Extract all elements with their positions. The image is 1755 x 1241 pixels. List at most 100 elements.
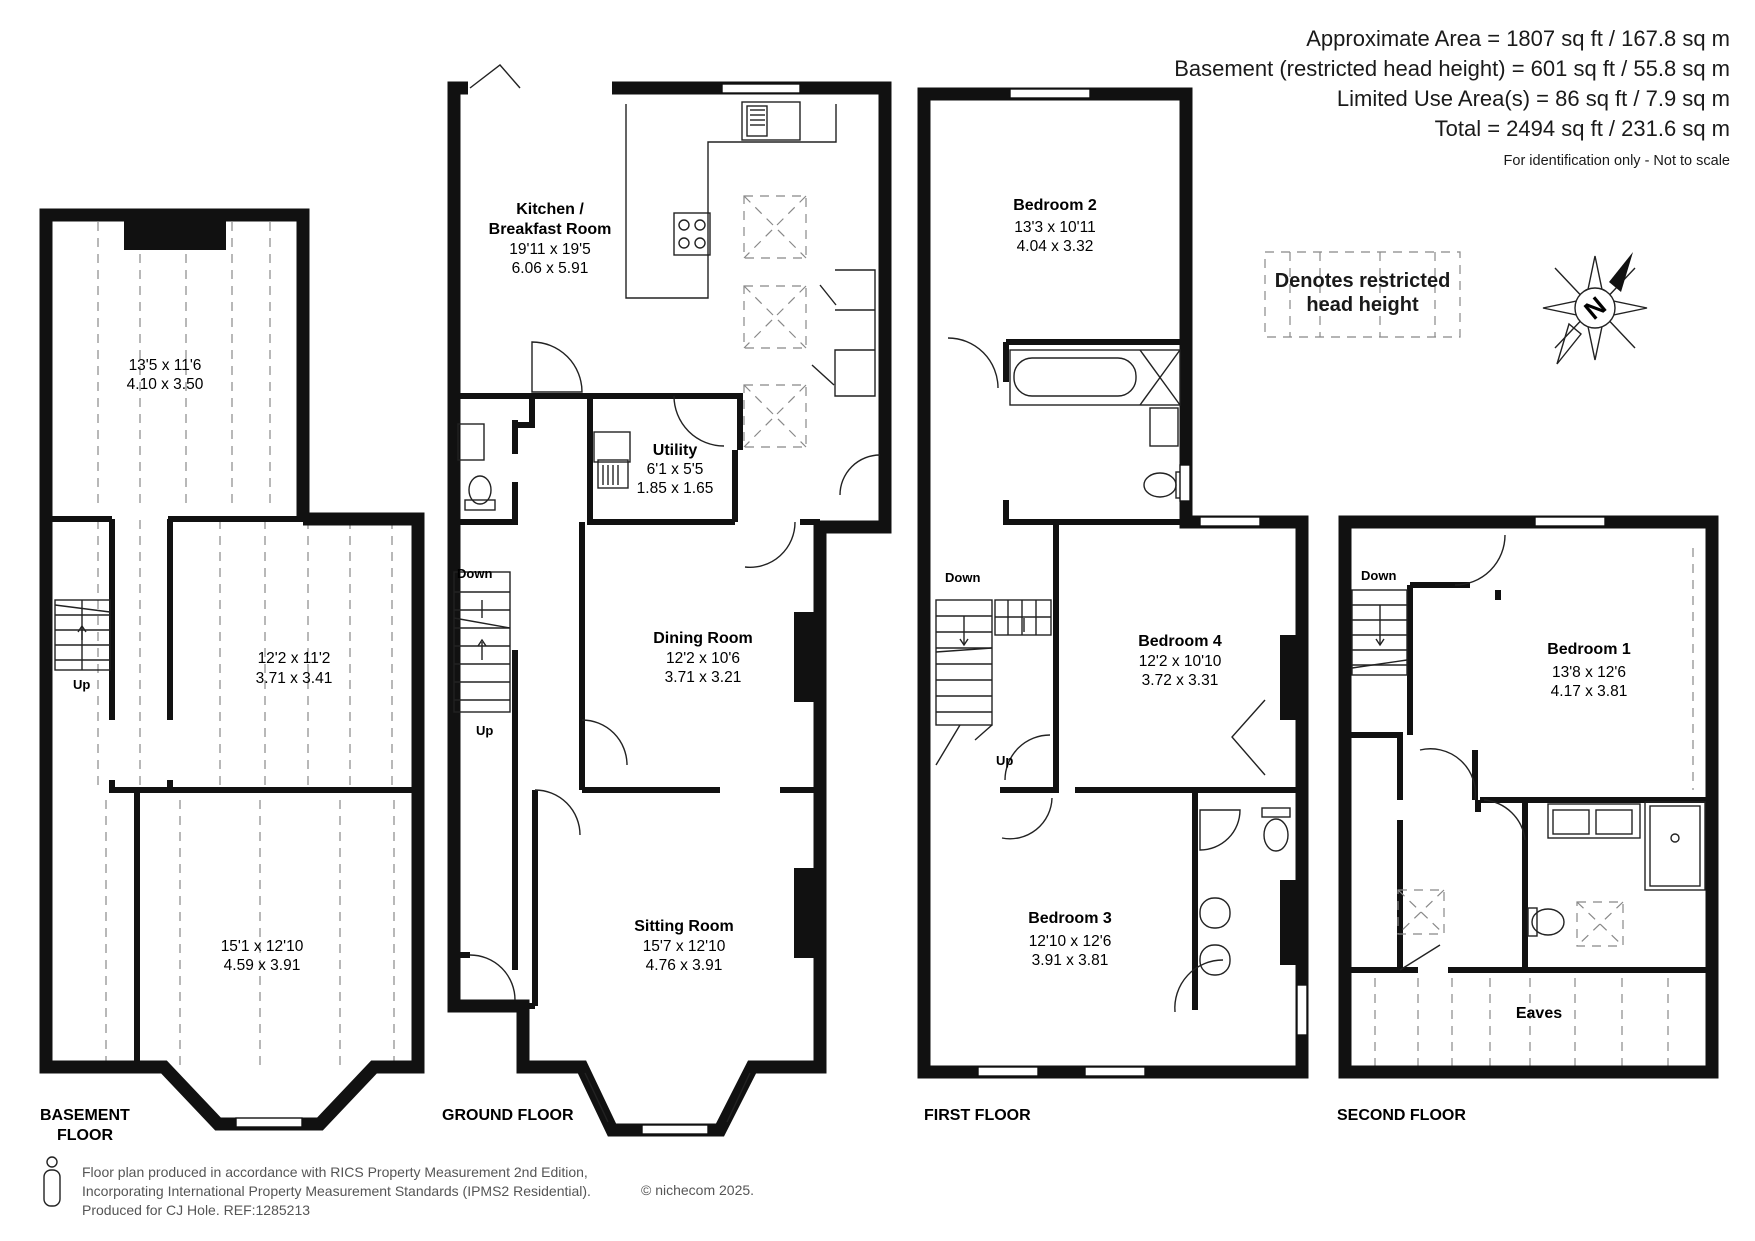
legend-line-1: Denotes restricted — [1274, 270, 1451, 292]
restricted-height-legend: Denotes restricted head height — [1265, 252, 1460, 337]
kitchen-name-line2: Breakfast Room — [489, 221, 612, 238]
eaves-name: Eaves — [1516, 1005, 1562, 1022]
sitting-room-dim-imperial: 15'7 x 12'10 — [643, 938, 726, 955]
ground-stairs — [453, 571, 511, 713]
second-doors — [1399, 534, 1526, 971]
ground-floor-label: GROUND FLOOR — [442, 1107, 574, 1124]
second-floor-label: SECOND FLOOR — [1337, 1107, 1466, 1124]
basement-floor-plan: 13'5 x 11'6 4.10 x 3.50 12'2 x 11'2 3.71… — [39, 208, 425, 1144]
ground-doors — [469, 64, 881, 1001]
sitting-bay-window-front — [641, 1124, 709, 1135]
utility-appliances — [593, 431, 631, 489]
first-doors — [947, 337, 1266, 1013]
person-scale-icon — [43, 1156, 61, 1207]
bedroom4-dim-metric: 3.72 x 3.31 — [1142, 672, 1219, 689]
first-outer-wall — [917, 87, 1309, 1079]
kitchen-dim-imperial: 19'11 x 19'5 — [509, 241, 590, 258]
bedroom3-window-2 — [1084, 1066, 1146, 1077]
restricted-height-legend-box — [1264, 251, 1461, 338]
bedroom1-window — [1534, 516, 1606, 527]
first-stair-down-label: Down — [945, 570, 980, 585]
first-floor-label: FIRST FLOOR — [924, 1107, 1031, 1124]
basement-area-text: Basement (restricted head height) = 601 … — [1174, 56, 1730, 81]
sitting-room-dim-metric: 4.76 x 3.91 — [646, 957, 723, 974]
second-stairs — [1351, 589, 1408, 676]
kitchen-dim-metric: 6.06 x 5.91 — [512, 260, 589, 277]
bedroom3-chimney — [1280, 880, 1298, 965]
chimney-breast — [124, 215, 226, 250]
first-bathroom-fixtures — [1009, 349, 1191, 502]
basement-room-3-dim-metric: 4.59 x 3.91 — [224, 957, 301, 974]
basement-stair-up-label: Up — [73, 677, 90, 692]
second-stair-down-label: Down — [1361, 568, 1396, 583]
basement-room-3-dim-imperial: 15'1 x 12'10 — [221, 938, 304, 955]
footer-line-3: Produced for CJ Hole. REF:1285213 — [82, 1202, 311, 1218]
second-internal-wall — [1345, 582, 1712, 973]
utility-dim-metric: 1.85 x 1.65 — [637, 480, 714, 497]
utility-dim-imperial: 6'1 x 5'5 — [647, 461, 704, 478]
disclaimer-text: For identification only - Not to scale — [1503, 153, 1730, 169]
bedroom4-name: Bedroom 4 — [1138, 633, 1222, 650]
footer-line-1: Floor plan produced in accordance with R… — [82, 1164, 588, 1180]
ground-floor-plan: Kitchen / Breakfast Room 19'11 x 19'5 6.… — [442, 64, 892, 1137]
bedroom3-dim-metric: 3.91 x 3.81 — [1032, 952, 1109, 969]
kitchen-name-line1: Kitchen / — [516, 201, 584, 218]
dining-room-dim-imperial: 12'2 x 10'6 — [666, 650, 740, 667]
limited-use-area-text: Limited Use Area(s) = 86 sq ft / 7.9 sq … — [1336, 86, 1730, 111]
second-floor-plan: Bedroom 1 13'8 x 12'6 4.17 x 3.81 Eaves … — [1337, 515, 1719, 1124]
dining-room-dim-metric: 3.71 x 3.21 — [665, 669, 742, 686]
kitchen-units — [625, 101, 876, 397]
first-floor-plan: Bedroom 2 13'3 x 10'11 4.04 x 3.32 Bedro… — [917, 87, 1309, 1124]
bedroom4-dim-imperial: 12'2 x 10'10 — [1139, 653, 1222, 670]
ground-stair-down-label: Down — [457, 566, 492, 581]
basement-room-2-dim-metric: 3.71 x 3.41 — [256, 670, 333, 687]
basement-bay-window — [235, 1117, 303, 1128]
basement-floor-label-line1: BASEMENT — [40, 1107, 130, 1124]
dining-room-name: Dining Room — [653, 630, 753, 647]
bedroom1-dim-metric: 4.17 x 3.81 — [1551, 683, 1628, 700]
bedroom2-dim-imperial: 13'3 x 10'11 — [1014, 219, 1095, 236]
approx-area-text: Approximate Area = 1807 sq ft / 167.8 sq… — [1306, 26, 1730, 51]
basement-floor-label-line2: FLOOR — [57, 1127, 113, 1144]
footer-credits: Floor plan produced in accordance with R… — [82, 1163, 591, 1220]
skylights — [743, 195, 807, 448]
basement-room-1-dim-imperial: 13'5 x 11'6 — [129, 357, 202, 374]
basement-internal-wall — [46, 516, 418, 1067]
bedroom1-dim-imperial: 13'8 x 12'6 — [1552, 664, 1626, 681]
first-stairs — [935, 599, 1052, 766]
total-area-text: Total = 2494 sq ft / 231.6 sq m — [1434, 116, 1730, 141]
utility-name: Utility — [653, 442, 698, 459]
area-summary: Approximate Area = 1807 sq ft / 167.8 sq… — [1174, 24, 1730, 144]
sitting-room-name: Sitting Room — [634, 918, 734, 935]
second-skylights — [1397, 889, 1624, 947]
basement-room-1-dim-metric: 4.10 x 3.50 — [127, 376, 204, 393]
eaves-hatching — [1374, 548, 1694, 1066]
dining-chimney-breast — [794, 612, 814, 702]
bedroom2-window — [1009, 88, 1091, 99]
bedroom2-dim-metric: 4.04 x 3.32 — [1017, 238, 1094, 255]
bedroom3-name: Bedroom 3 — [1028, 910, 1112, 927]
basement-stairs — [54, 599, 111, 671]
footer-line-2: Incorporating International Property Mea… — [82, 1183, 591, 1199]
sitting-chimney-breast — [794, 868, 814, 958]
north-compass-icon: N — [1542, 252, 1648, 365]
second-bathroom-fixtures — [1527, 801, 1706, 937]
ground-internal-wall — [454, 393, 820, 1009]
bedroom4-chimney — [1280, 635, 1298, 720]
bedroom2-name: Bedroom 2 — [1013, 197, 1097, 214]
ground-stair-up-label: Up — [476, 723, 493, 738]
copyright-text: © nichecom 2025. — [641, 1182, 755, 1198]
kitchen-window — [721, 83, 801, 94]
first-stair-up-label: Up — [996, 753, 1013, 768]
restricted-height-hatching — [97, 222, 395, 1065]
first-internal-wall — [1000, 339, 1302, 1010]
first-ensuite-fixtures — [1199, 807, 1308, 1036]
bedroom3-window-1 — [977, 1066, 1039, 1077]
bedroom4-window — [1199, 516, 1261, 527]
legend-line-2: head height — [1306, 294, 1419, 316]
ground-wc-fixtures — [457, 423, 496, 511]
bedroom1-name: Bedroom 1 — [1547, 641, 1631, 658]
basement-room-2-dim-imperial: 12'2 x 11'2 — [258, 650, 331, 667]
bedroom3-dim-imperial: 12'10 x 12'6 — [1029, 933, 1112, 950]
